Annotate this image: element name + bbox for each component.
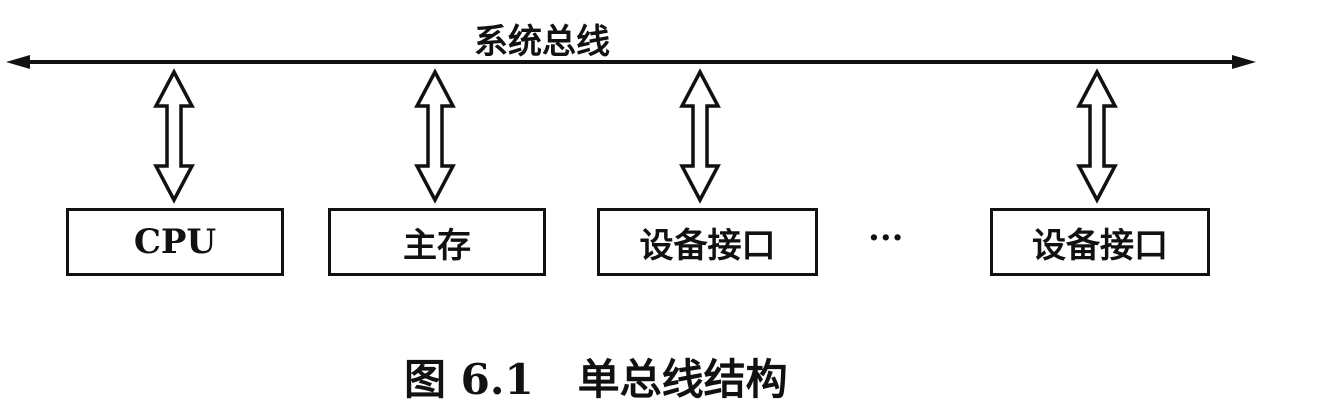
figure-number: 图 6.1 — [404, 355, 534, 404]
bus-right-arrowhead-icon — [1232, 55, 1256, 69]
figure-caption: 图 6.1 单总线结构 — [404, 346, 788, 407]
device-interface-box-n: 设备接口 — [990, 208, 1210, 276]
system-bus-label: 系统总线 — [474, 22, 610, 62]
main-memory-box: 主存 — [328, 208, 546, 276]
bus-left-arrowhead-icon — [6, 55, 30, 69]
bidirectional-arrow-icon — [679, 68, 721, 204]
bidirectional-arrow-icon — [153, 68, 195, 204]
bidirectional-arrow-icon — [1076, 68, 1118, 204]
cpu-box: CPU — [66, 208, 284, 276]
bidirectional-arrow-icon — [414, 68, 456, 204]
device-interface-box: 设备接口 — [597, 208, 818, 276]
system-bus-line — [6, 55, 1256, 69]
ellipsis: ··· — [868, 218, 904, 258]
figure-title: 单总线结构 — [577, 355, 788, 404]
